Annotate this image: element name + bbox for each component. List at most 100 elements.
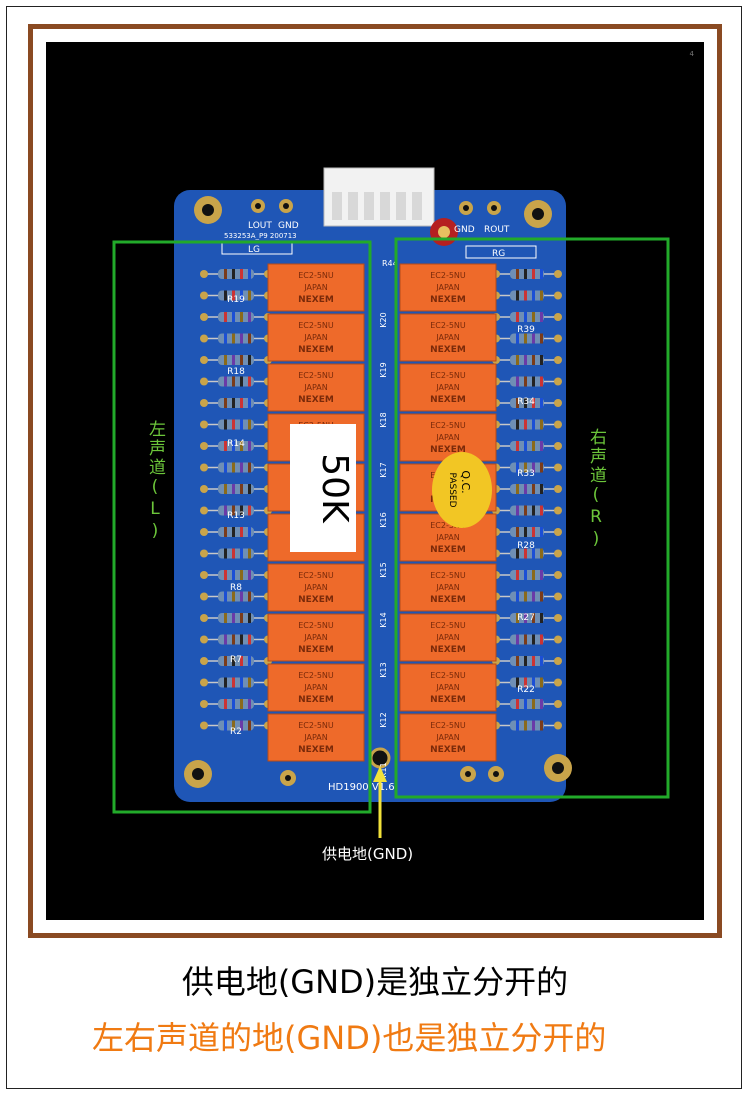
relay [267, 263, 365, 312]
gnd-arrow [373, 766, 387, 838]
svg-text:JAPAN: JAPAN [303, 683, 327, 692]
resistor-label: R19 [227, 295, 245, 305]
svg-text:NEXEM: NEXEM [430, 695, 466, 705]
svg-text:JAPAN: JAPAN [303, 383, 327, 392]
caption-supply-ground: 供电地(GND)是独立分开的 [181, 963, 569, 1001]
svg-text:NEXEM: NEXEM [298, 295, 334, 305]
relay-label: K20 [379, 312, 388, 327]
svg-text:NEXEM: NEXEM [430, 295, 466, 305]
svg-text:EC2-5NU: EC2-5NU [298, 271, 334, 280]
resistor-label: R13 [227, 511, 245, 521]
relay [267, 313, 365, 362]
right-channel-label: 右声道(R) [586, 428, 606, 551]
relay [267, 613, 365, 662]
relay [399, 363, 497, 412]
relay [267, 363, 365, 412]
svg-text:JAPAN: JAPAN [435, 683, 459, 692]
svg-text:R44: R44 [382, 259, 398, 268]
svg-text:JAPAN: JAPAN [435, 433, 459, 442]
svg-text:NEXEM: NEXEM [298, 695, 334, 705]
value-sticker: 50K [290, 424, 356, 552]
svg-text:JAPAN: JAPAN [303, 733, 327, 742]
relay-label: K15 [379, 562, 388, 577]
svg-text:EC2-5NU: EC2-5NU [298, 371, 334, 380]
relay [399, 563, 497, 612]
svg-text:JAPAN: JAPAN [435, 533, 459, 542]
svg-text:NEXEM: NEXEM [430, 445, 466, 455]
svg-text:EC2-5NU: EC2-5NU [430, 421, 466, 430]
svg-text:JAPAN: JAPAN [435, 583, 459, 592]
svg-text:GND: GND [278, 221, 299, 231]
svg-text:JAPAN: JAPAN [303, 633, 327, 642]
resistor-label: R33 [517, 469, 535, 479]
svg-text:RG: RG [492, 249, 505, 259]
resistor-label: R27 [517, 613, 535, 623]
resistor-label: R8 [230, 583, 242, 593]
corner-mark: 4 [689, 50, 694, 58]
resistor-label: R7 [230, 655, 242, 665]
bottom-pads [280, 747, 504, 786]
relay [399, 263, 497, 312]
gnd-supply-label: 供电地(GND) [322, 845, 414, 863]
svg-text:LG: LG [248, 245, 260, 255]
svg-text:NEXEM: NEXEM [298, 395, 334, 405]
svg-text:NEXEM: NEXEM [430, 645, 466, 655]
svg-text:EC2-5NU: EC2-5NU [430, 671, 466, 680]
resistor-label: R2 [230, 727, 242, 737]
relay [267, 663, 365, 712]
relays-right: EC2-5NU JAPAN NEXEM EC2-5NU JAPAN NEXEM EC2-5N… [399, 263, 497, 762]
resistor-label: R22 [517, 685, 535, 695]
svg-text:NEXEM: NEXEM [430, 595, 466, 605]
svg-text:GND: GND [454, 225, 475, 235]
top-pads [251, 199, 501, 215]
svg-text:NEXEM: NEXEM [298, 595, 334, 605]
svg-text:NEXEM: NEXEM [298, 645, 334, 655]
svg-text:JAPAN: JAPAN [435, 633, 459, 642]
svg-text:Q.C.: Q.C. [459, 470, 472, 493]
svg-text:NEXEM: NEXEM [430, 745, 466, 755]
svg-text:EC2-5NU: EC2-5NU [298, 321, 334, 330]
relay-label: K19 [379, 362, 388, 377]
svg-text:NEXEM: NEXEM [430, 395, 466, 405]
resistors-right [492, 269, 562, 731]
svg-text:JAPAN: JAPAN [435, 383, 459, 392]
relay [399, 713, 497, 762]
resistor-label: R34 [517, 397, 535, 407]
svg-text:JAPAN: JAPAN [303, 333, 327, 342]
mounting-holes [184, 196, 572, 788]
relay [399, 663, 497, 712]
relay-label: K18 [379, 412, 388, 427]
relay [267, 563, 365, 612]
resistor-label: R18 [227, 367, 245, 377]
svg-text:EC2-5NU: EC2-5NU [298, 721, 334, 730]
svg-text:EC2-5NU: EC2-5NU [430, 371, 466, 380]
svg-text:ROUT: ROUT [484, 225, 510, 235]
svg-text:PASSED: PASSED [447, 472, 457, 507]
relay [399, 313, 497, 362]
svg-text:EC2-5NU: EC2-5NU [430, 521, 466, 530]
svg-text:EC2-5NU: EC2-5NU [430, 271, 466, 280]
svg-text:HD1900 V1.6: HD1900 V1.6 [328, 782, 395, 793]
svg-text:EC2-5NU: EC2-5NU [298, 621, 334, 630]
svg-text:533253A_P9 200713: 533253A_P9 200713 [224, 232, 297, 240]
svg-text:JAPAN: JAPAN [303, 283, 327, 292]
relay-label: K12 [379, 712, 388, 727]
resistor-label: R14 [227, 439, 245, 449]
relay-label: K13 [379, 662, 388, 677]
svg-text:NEXEM: NEXEM [298, 745, 334, 755]
svg-text:JAPAN: JAPAN [435, 733, 459, 742]
resistor-label: R28 [517, 541, 535, 551]
relay-label: K14 [379, 612, 388, 627]
svg-text:50K: 50K [314, 453, 355, 524]
svg-text:EC2-5NU: EC2-5NU [298, 571, 334, 580]
svg-text:LOUT: LOUT [248, 221, 272, 231]
svg-text:NEXEM: NEXEM [298, 345, 334, 355]
pcb-illustration: LOUT GND GND ROUT 533253A_P9 200713 LG R… [112, 167, 670, 838]
relay [399, 613, 497, 662]
svg-text:NEXEM: NEXEM [430, 545, 466, 555]
svg-text:EC2-5NU: EC2-5NU [298, 671, 334, 680]
svg-text:EC2-5NU: EC2-5NU [430, 721, 466, 730]
relay-label: K11 [379, 762, 388, 777]
